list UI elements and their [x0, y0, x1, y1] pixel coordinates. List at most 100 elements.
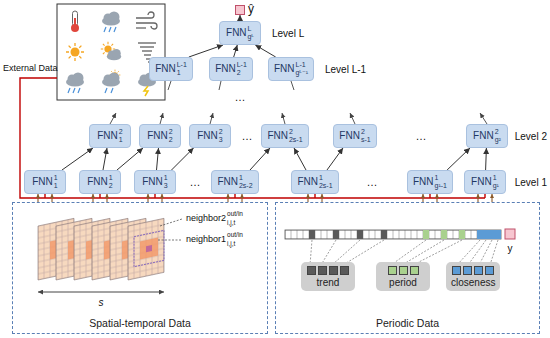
connector-arrow: [485, 148, 487, 170]
superscript: 2: [495, 128, 501, 136]
fnn-box: FNN12: [79, 170, 121, 194]
fnn-box: FNN22s-1: [261, 124, 308, 148]
box-label: FNN: [215, 64, 236, 74]
subscript: 1: [119, 136, 123, 144]
superscript: L-1: [177, 61, 187, 69]
subscript: 1: [177, 69, 187, 77]
sample-cell: [388, 266, 397, 275]
fnn-box: FNNL-12: [209, 57, 253, 81]
superscript: 2: [169, 128, 173, 136]
fnn-box: FNN22: [139, 124, 181, 148]
box-label: FNN: [217, 177, 238, 187]
superscript: 2: [361, 128, 371, 136]
box-label: FNN: [413, 177, 434, 187]
index-stack: 1g¹: [493, 174, 499, 190]
fnn-box: FNN23: [189, 124, 231, 148]
connector-arrow: [189, 45, 223, 57]
connector-arrow: [62, 148, 93, 170]
level-label: Level 1: [515, 177, 547, 188]
level-label: Level L: [272, 28, 304, 39]
sample-cell: [452, 266, 461, 275]
connector-arrow: [327, 148, 343, 170]
period-group: closeness: [446, 262, 500, 291]
box-label: FNN: [226, 28, 247, 38]
ellipsis: …: [235, 91, 246, 103]
box-label: FNN: [142, 177, 163, 187]
fnn-box: FNNL-1gᴸ⁻¹: [268, 57, 314, 81]
index-stack: 11: [54, 174, 58, 190]
sample-cell: [399, 266, 408, 275]
superscript: 2: [219, 128, 223, 136]
superscript: out/in: [227, 231, 243, 238]
index-stack: L-11: [177, 61, 187, 77]
subscript: 3: [219, 136, 223, 144]
index-stack: 1g¹-1: [435, 174, 447, 190]
sample-cell: [410, 266, 419, 275]
subscript: 2s-1: [289, 136, 303, 144]
period-group: trend: [301, 262, 355, 291]
connector-arrow: [157, 148, 159, 170]
index-stack: 2s-1: [361, 128, 371, 144]
elided-links: [110, 81, 487, 124]
box-label: FNN: [267, 131, 288, 141]
fnn-box: FNN2g²: [466, 124, 508, 148]
box-label: FNN: [274, 64, 295, 74]
index-stack: Lgᴸ: [248, 25, 254, 41]
superscript: 1: [493, 174, 499, 182]
level-label: Level L-1: [325, 64, 366, 75]
subscript: i,j,t: [227, 219, 235, 226]
target-label: y: [508, 243, 513, 254]
level-label: Level 2: [515, 131, 547, 142]
box-label: FNN: [147, 131, 168, 141]
node-text: ŷ: [248, 3, 254, 15]
superscript: 1: [319, 174, 333, 182]
connector-arrow: [117, 148, 143, 170]
subscript: s-1: [361, 136, 371, 144]
subscript: gᴸ: [248, 33, 254, 41]
connector-arrow: [255, 45, 275, 57]
superscript: out/in: [227, 210, 243, 217]
subscript: g¹-1: [435, 182, 447, 190]
external-data-label: External Data: [3, 64, 58, 74]
box-label: FNN: [197, 131, 218, 141]
timeline: [285, 229, 515, 239]
fnn-box: FNNLgᴸ: [219, 21, 261, 45]
connector-arrow: [103, 148, 107, 170]
span-label: s: [99, 297, 104, 308]
weather-icons: [57, 4, 165, 100]
superscript: 1: [54, 174, 58, 182]
box-label: FNN: [155, 64, 176, 74]
sample-cells: [376, 266, 430, 275]
subscript: g¹: [493, 182, 499, 190]
fnn-box: FNN12s-2: [211, 170, 258, 194]
sample-cells: [446, 266, 500, 275]
index-stack: 12: [109, 174, 113, 190]
superscript: L: [248, 25, 254, 33]
node-text: Spatial-temporal Data: [89, 318, 191, 330]
sample-cell: [474, 266, 483, 275]
box-label: FNN: [297, 177, 318, 187]
box-label: FNN: [339, 131, 360, 141]
s-span-arrow: [38, 292, 164, 293]
index-stack: 22s-1: [289, 128, 303, 144]
subscript: i,j,t: [227, 240, 235, 247]
node-text: trend: [317, 277, 340, 288]
sample-cell: [340, 266, 349, 275]
superscript: 1: [109, 174, 113, 182]
connector-arrow: [172, 148, 194, 170]
output-square: [235, 5, 245, 15]
ellipsis: …: [367, 176, 378, 188]
subscript: 2s-1: [319, 182, 333, 190]
sample-cell: [485, 266, 494, 275]
fnn-box: FNN2s-1: [333, 124, 376, 148]
ellipsis: …: [416, 130, 427, 142]
connector-arrow: [447, 148, 470, 170]
index-stack: 2g²: [495, 128, 501, 144]
superscript: 1: [435, 174, 447, 182]
fnn-box: FNN11: [24, 170, 66, 194]
superscript: L-1: [296, 61, 308, 69]
fnn-box: FNN12s-1: [291, 170, 338, 194]
index-stack: 21: [119, 128, 123, 144]
subscript: 2: [169, 136, 173, 144]
